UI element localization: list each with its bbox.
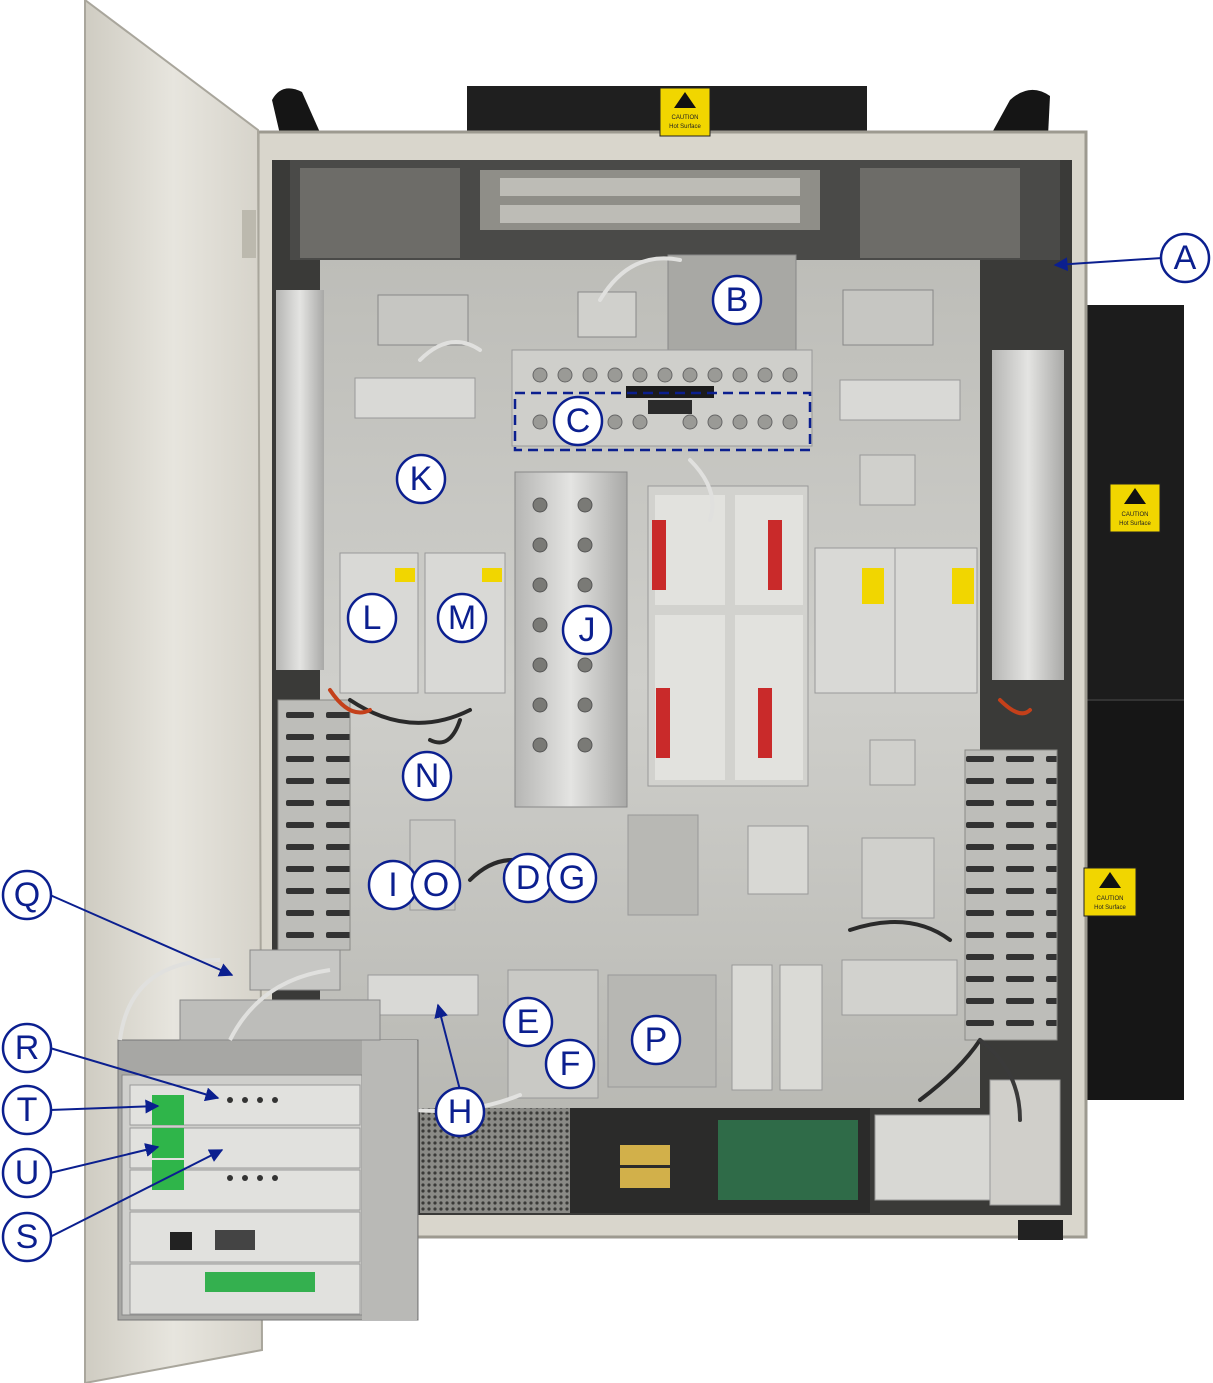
- left-filter-strip: [354, 377, 476, 419]
- svg-text:O: O: [423, 866, 449, 904]
- callout-q: Q: [1, 869, 53, 921]
- right-vented-box: [964, 749, 1058, 1041]
- callout-m: M: [436, 592, 488, 644]
- callout-s: S: [1, 1211, 53, 1263]
- right-handle: [988, 89, 1050, 140]
- callout-c: C: [552, 395, 604, 447]
- left-handle: [272, 88, 322, 143]
- caution-right-lower-line2: Hot Surface: [1094, 905, 1126, 911]
- left-vented-box: [277, 699, 351, 951]
- callout-h: H: [434, 1086, 486, 1138]
- caution-label-right-lower: CAUTION Hot Surface: [1083, 867, 1137, 917]
- callout-c-dashed-box: [513, 391, 812, 452]
- svg-text:H: H: [448, 1093, 473, 1131]
- caution-right-upper-line1: CAUTION: [1122, 512, 1149, 518]
- svg-text:F: F: [560, 1045, 581, 1083]
- svg-text:P: P: [645, 1021, 668, 1059]
- callout-e: E: [502, 996, 554, 1048]
- callouts: A B C D E F G H I J K L M N O P Q R S T …: [1, 232, 1211, 1263]
- callout-j: J: [561, 604, 613, 656]
- door-rack: [117, 949, 419, 1321]
- svg-text:L: L: [363, 599, 382, 637]
- callout-g: G: [546, 852, 598, 904]
- callout-t: T: [1, 1084, 53, 1136]
- callout-l: L: [346, 592, 398, 644]
- caution-label-right-upper: CAUTION Hot Surface: [1109, 483, 1161, 533]
- callout-p: P: [630, 1014, 682, 1066]
- svg-text:U: U: [15, 1154, 40, 1192]
- caution-right-lower-line1: CAUTION: [1097, 896, 1124, 902]
- svg-text:S: S: [16, 1218, 39, 1256]
- left-vertical-module: [276, 290, 324, 670]
- caution-label-top: CAUTION Hot Surface: [659, 87, 711, 137]
- callout-o: O: [410, 859, 462, 911]
- caution-top-line1: CAUTION: [672, 115, 699, 121]
- svg-text:T: T: [17, 1091, 38, 1129]
- callout-d: D: [502, 852, 554, 904]
- svg-text:M: M: [448, 599, 476, 637]
- callout-b: B: [711, 274, 763, 326]
- svg-text:G: G: [559, 859, 585, 897]
- svg-text:I: I: [388, 866, 397, 904]
- svg-text:C: C: [566, 402, 591, 440]
- svg-text:N: N: [415, 757, 440, 795]
- svg-text:B: B: [726, 281, 749, 319]
- callout-i: I: [367, 859, 419, 911]
- callout-leaders: [49, 257, 1163, 1238]
- svg-text:Q: Q: [14, 876, 40, 914]
- right-filter-strip: [839, 379, 961, 421]
- caution-top-line2: Hot Surface: [669, 124, 701, 130]
- callout-u: U: [1, 1147, 53, 1199]
- svg-text:E: E: [517, 1003, 540, 1041]
- callout-k: K: [395, 453, 447, 505]
- svg-text:J: J: [579, 611, 596, 649]
- svg-text:D: D: [516, 859, 541, 897]
- callout-r: R: [1, 1022, 53, 1074]
- svg-text:K: K: [410, 460, 433, 498]
- bottom-right-box: [874, 1114, 994, 1201]
- callout-a: A: [1159, 232, 1211, 284]
- callout-n: N: [401, 750, 453, 802]
- svg-text:A: A: [1174, 239, 1197, 277]
- caution-right-upper-line2: Hot Surface: [1119, 521, 1151, 527]
- right-vertical-module: [992, 350, 1064, 680]
- callout-f: F: [544, 1038, 596, 1090]
- svg-text:R: R: [15, 1029, 40, 1067]
